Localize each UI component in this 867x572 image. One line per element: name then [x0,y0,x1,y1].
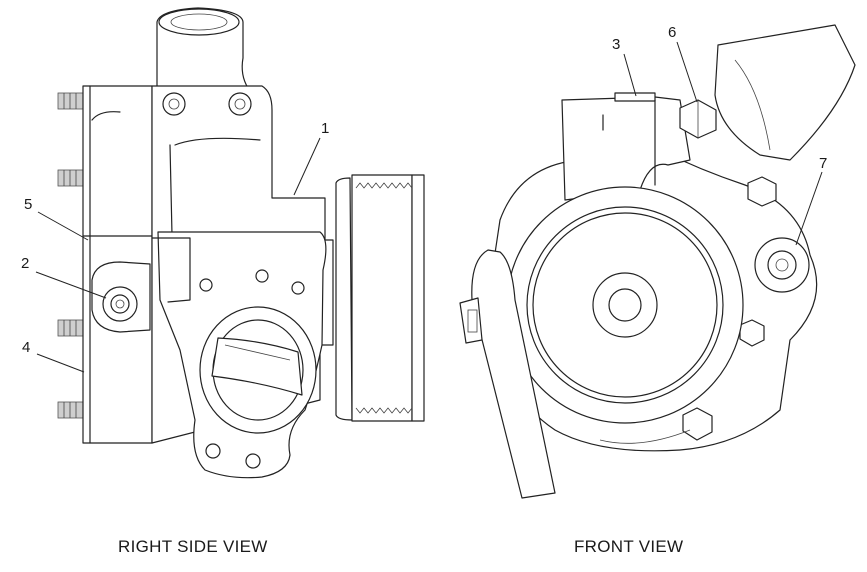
pulley [335,174,425,422]
callout-5: 5 [24,196,32,213]
front-view-caption: FRONT VIEW [574,537,684,556]
front-outlet-pipe [714,24,856,161]
bolt-studs [57,92,84,419]
callout-1: 1 [321,120,329,137]
tensioner-arm [471,249,556,499]
inlet-port [199,306,317,434]
right-side-view-caption: RIGHT SIDE VIEW [118,537,268,556]
callout-3: 3 [612,36,620,53]
front-view-drawing [459,24,856,499]
callout-2: 2 [21,255,29,272]
callout-7: 7 [819,155,827,172]
callout-4: 4 [22,339,30,356]
right-side-view-drawing [57,7,425,479]
callout-labels: 1 2 3 4 5 6 7 [21,24,827,356]
callout-6: 6 [668,24,676,41]
callout-leaders [35,41,823,373]
